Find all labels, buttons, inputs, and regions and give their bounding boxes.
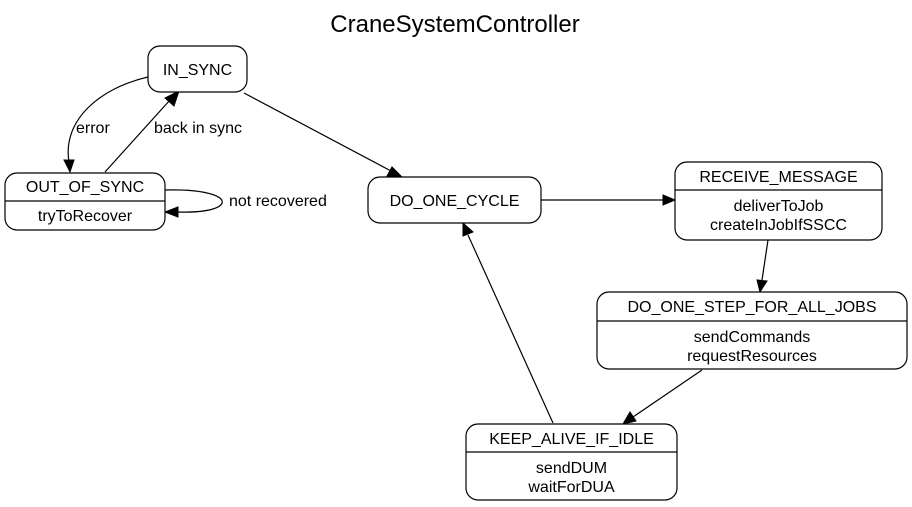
transition-step-to-keep-alive [621, 369, 703, 425]
state-action: waitForDUA [527, 479, 615, 496]
state-action: sendCommands [694, 329, 811, 346]
state-do-one-step-for-all-jobs: DO_ONE_STEP_FOR_ALL_JOBS sendCommands re… [596, 291, 908, 370]
state-action: createInJobIfSSCC [710, 217, 847, 234]
transition-error [63, 76, 149, 174]
state-name: OUT_OF_SYNC [26, 179, 144, 196]
state-action: deliverToJob [734, 198, 824, 215]
transition-keep-alive-to-cycle [462, 221, 554, 424]
diagram-title: CraneSystemController [330, 11, 579, 38]
transition-label-not-recovered: not recovered [229, 193, 327, 210]
state-do-one-cycle: DO_ONE_CYCLE [367, 176, 542, 224]
transition-not-recovered [163, 189, 223, 218]
state-receive-message: RECEIVE_MESSAGE deliverToJob createInJob… [674, 161, 883, 241]
transition-back-in-sync [104, 90, 180, 173]
state-action: tryToRecover [38, 208, 133, 225]
transition-label-error: error [76, 120, 110, 137]
transition-in-sync-to-cycle [243, 92, 404, 178]
transition-cycle-to-receive [541, 194, 677, 206]
state-keep-alive-if-idle: KEEP_ALIVE_IF_IDLE sendDUM waitForDUA [465, 423, 678, 501]
state-name: RECEIVE_MESSAGE [699, 169, 857, 186]
state-name: DO_ONE_STEP_FOR_ALL_JOBS [628, 299, 877, 316]
state-in-sync: IN_SYNC [147, 45, 248, 93]
state-name: KEEP_ALIVE_IF_IDLE [489, 431, 654, 448]
state-action: requestResources [687, 348, 817, 365]
state-out-of-sync: OUT_OF_SYNC tryToRecover [4, 172, 166, 231]
state-name: DO_ONE_CYCLE [390, 193, 520, 210]
transition-receive-to-step [756, 239, 769, 294]
transition-label-back-in-sync: back in sync [154, 120, 242, 137]
state-action: sendDUM [536, 460, 607, 477]
state-name: IN_SYNC [163, 62, 232, 79]
